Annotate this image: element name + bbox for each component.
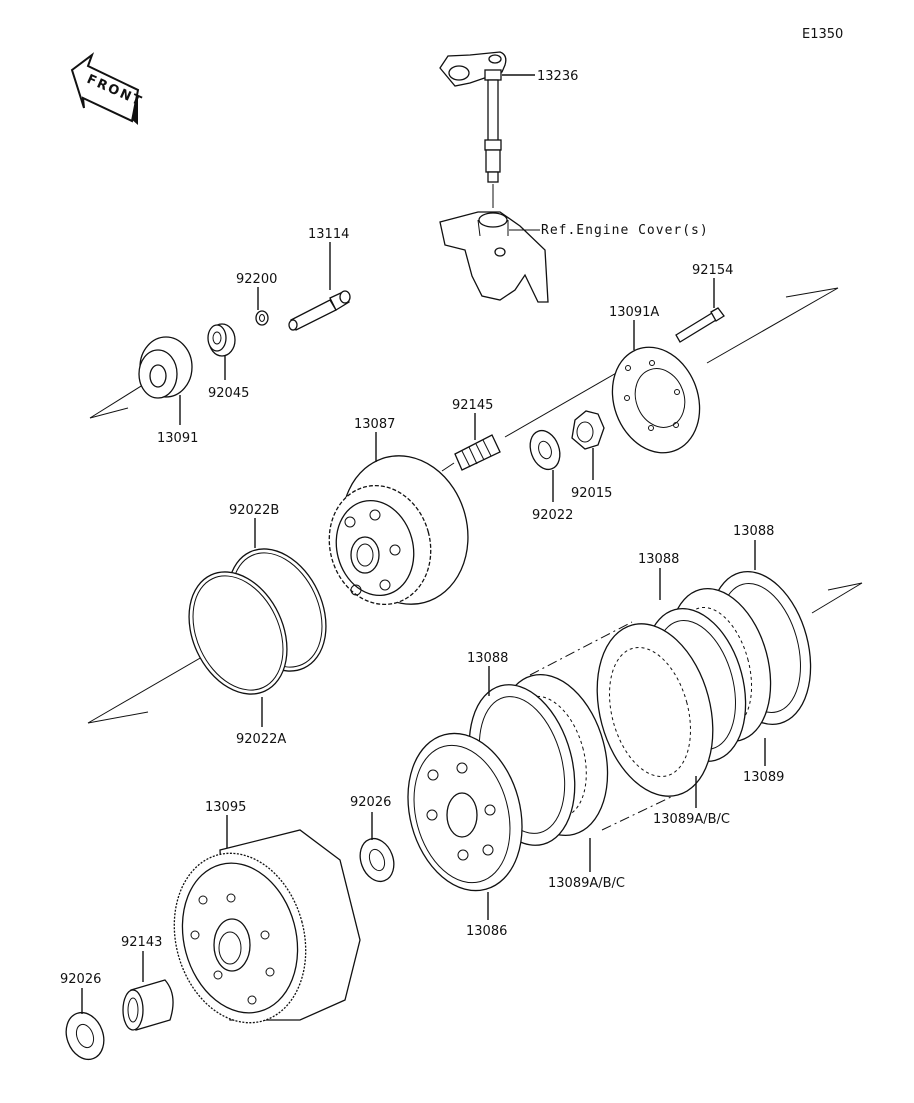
- part-13095-clutch-housing[interactable]: [156, 829, 361, 1038]
- assembly-axis-upper: [89, 287, 839, 472]
- label-13087[interactable]: 13087: [354, 417, 395, 432]
- label-92143[interactable]: 92143: [121, 935, 162, 950]
- label-92015[interactable]: 92015: [571, 486, 612, 501]
- engine-cover-reference: [439, 211, 549, 303]
- label-92022[interactable]: 92022: [532, 508, 573, 523]
- label-13089ABC-right[interactable]: 13089A/B/C: [653, 812, 730, 827]
- label-92045[interactable]: 92045: [208, 386, 249, 401]
- label-13088-top[interactable]: 13088: [733, 524, 774, 539]
- part-13087-clutch-hub[interactable]: [316, 442, 484, 619]
- part-92154-bolt[interactable]: [675, 307, 725, 343]
- part-13236-release-shaft[interactable]: [439, 51, 507, 208]
- label-92026-mid[interactable]: 92026: [350, 795, 391, 810]
- leader-lines: [81, 74, 766, 1014]
- label-13091[interactable]: 13091: [157, 431, 198, 446]
- label-92145[interactable]: 92145: [452, 398, 493, 413]
- label-13089ABC-left[interactable]: 13089A/B/C: [548, 876, 625, 891]
- part-92026-washer-mid[interactable]: [354, 834, 399, 886]
- part-92143-collar[interactable]: [122, 979, 174, 1031]
- label-13086[interactable]: 13086: [466, 924, 507, 939]
- part-13086-pressure-plate[interactable]: [391, 720, 539, 903]
- part-92145-spring[interactable]: [454, 434, 501, 471]
- label-13095[interactable]: 13095: [205, 800, 246, 815]
- label-13089[interactable]: 13089: [743, 770, 784, 785]
- label-13088-low[interactable]: 13088: [467, 651, 508, 666]
- part-92026-washer-low[interactable]: [60, 1007, 110, 1064]
- label-13114[interactable]: 13114: [308, 227, 349, 242]
- part-92045-bearing[interactable]: [207, 323, 236, 357]
- part-labels: 13236 13114 92200 92045 13091 92154 1309…: [60, 69, 784, 987]
- label-13091A[interactable]: 13091A: [609, 305, 659, 320]
- front-arrow-icon: FRONT: [70, 52, 145, 125]
- part-13091-bearing-holder[interactable]: [138, 336, 193, 399]
- label-13088-mid[interactable]: 13088: [638, 552, 679, 567]
- label-92022B[interactable]: 92022B: [229, 503, 279, 518]
- part-92200-washer[interactable]: [255, 310, 269, 326]
- label-92200[interactable]: 92200: [236, 272, 277, 287]
- part-92022-washer[interactable]: [525, 426, 565, 473]
- diagram-code: E1350: [802, 27, 843, 42]
- label-13236[interactable]: 13236: [537, 69, 578, 84]
- part-92015-nut[interactable]: [571, 410, 605, 450]
- label-92154[interactable]: 92154: [692, 263, 733, 278]
- ref-engine-cover-label[interactable]: Ref.Engine Cover(s): [541, 223, 709, 238]
- part-13114-push-rod[interactable]: [288, 290, 351, 331]
- part-13091A-spring-plate[interactable]: [598, 335, 714, 465]
- part-92022A-ring[interactable]: [170, 556, 306, 710]
- label-92022A[interactable]: 92022A: [236, 732, 286, 747]
- label-92026-low[interactable]: 92026: [60, 972, 101, 987]
- part-13089ABC-steel-plate-right[interactable]: [579, 611, 731, 809]
